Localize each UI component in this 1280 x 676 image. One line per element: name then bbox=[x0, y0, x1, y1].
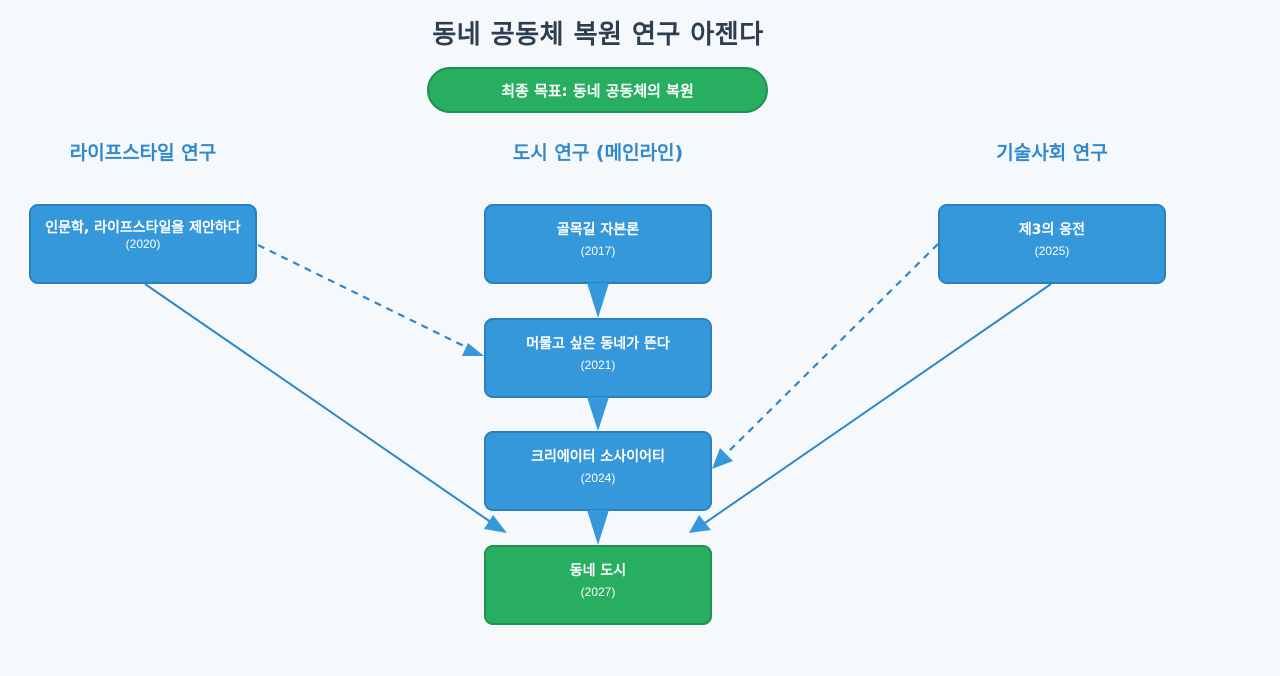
node-neighborhood-city: 동네 도시 (2027) bbox=[484, 545, 712, 625]
node-neighborhood-rising: 머물고 싶은 동네가 뜬다 (2021) bbox=[484, 318, 712, 398]
node-label: 동네 도시 bbox=[569, 563, 627, 579]
section-header-techsociety: 기술사회 연구 bbox=[996, 142, 1108, 164]
node-third-response: 제3의 응전 (2025) bbox=[938, 204, 1166, 284]
section-header-urban: 도시 연구 (메인라인) bbox=[512, 142, 684, 164]
goal-label: 최종 목표: 동네 공동체의 복원 bbox=[501, 81, 694, 100]
arrowhead-lifestyle-to-neighborhood-rising bbox=[462, 343, 484, 356]
node-label: 크리에이터 소사이어티 bbox=[531, 449, 665, 465]
node-lifestyle-humanities: 인문학, 라이프스타일을 제안하다 (2020) bbox=[29, 204, 257, 284]
arrowhead-third-response-to-neighborhood-city bbox=[689, 515, 711, 533]
node-year: (2017) bbox=[580, 244, 616, 258]
edge-third-response-to-neighborhood-city bbox=[701, 283, 1052, 526]
node-year: (2021) bbox=[580, 358, 616, 372]
node-alley-capital: 골목길 자본론 (2017) bbox=[484, 204, 712, 284]
node-year: (2020) bbox=[125, 237, 161, 251]
node-label: 골목길 자본론 bbox=[556, 222, 640, 238]
arrowhead-third-response-to-creator-society bbox=[712, 448, 733, 469]
section-header-lifestyle: 라이프스타일 연구 bbox=[69, 142, 217, 164]
node-label: 제3의 응전 bbox=[1018, 222, 1086, 238]
node-creator-society: 크리에이터 소사이어티 (2024) bbox=[484, 431, 712, 511]
arrowhead-lifestyle-to-neighborhood-city bbox=[484, 515, 507, 533]
node-year: (2027) bbox=[580, 585, 616, 599]
node-label: 머물고 싶은 동네가 뜬다 bbox=[526, 336, 670, 352]
node-year: (2025) bbox=[1034, 244, 1070, 258]
goal-banner: 최종 목표: 동네 공동체의 복원 bbox=[427, 67, 768, 113]
node-year: (2024) bbox=[580, 471, 616, 485]
edge-lifestyle-to-neighborhood-city bbox=[144, 283, 496, 526]
edge-third-response-to-creator-society bbox=[723, 243, 939, 457]
node-label: 인문학, 라이프스타일을 제안하다 bbox=[45, 220, 241, 236]
page-title: 동네 공동체 복원 연구 아젠다 bbox=[432, 20, 764, 50]
edge-lifestyle-to-neighborhood-rising bbox=[257, 244, 471, 350]
